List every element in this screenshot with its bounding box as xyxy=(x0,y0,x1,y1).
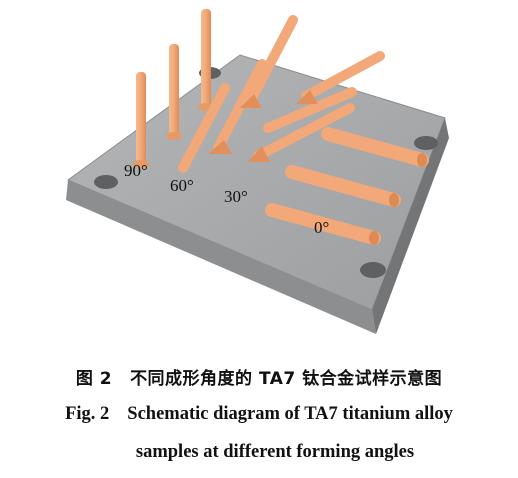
bolt-hole xyxy=(360,262,386,278)
build-plate-diagram: 90° 60° 30° 0° xyxy=(0,0,518,350)
label-30-degree: 30° xyxy=(224,187,248,206)
schematic-figure: 90° 60° 30° 0° xyxy=(0,0,518,350)
caption-en-text-line2: samples at different forming angles xyxy=(136,442,414,462)
bolt-hole xyxy=(94,175,118,189)
rod-base xyxy=(166,132,182,140)
caption-english-line1: Fig. 2 Schematic diagram of TA7 titanium … xyxy=(0,404,518,425)
label-0-degree: 0° xyxy=(314,218,329,237)
bar-end xyxy=(369,231,379,245)
sample-rod xyxy=(169,44,179,136)
caption-chinese: 图 2 不同成形角度的 TA7 钛合金试样示意图 xyxy=(0,364,518,389)
caption-english-line2: samples at different forming angles xyxy=(16,442,518,463)
label-60-degree: 60° xyxy=(170,176,194,195)
bar-end xyxy=(417,153,427,167)
caption-en-prefix: Fig. 2 xyxy=(65,404,109,424)
bar-end xyxy=(389,193,399,207)
sample-rod xyxy=(136,72,146,164)
bolt-hole xyxy=(414,136,438,150)
caption-en-text-line1: Schematic diagram of TA7 titanium alloy xyxy=(127,404,453,424)
sample-rod xyxy=(201,9,211,107)
caption-cn-prefix: 图 2 xyxy=(76,369,112,389)
label-90-degree: 90° xyxy=(124,161,148,180)
caption-cn-text: 不同成形角度的 TA7 钛合金试样示意图 xyxy=(130,369,442,389)
